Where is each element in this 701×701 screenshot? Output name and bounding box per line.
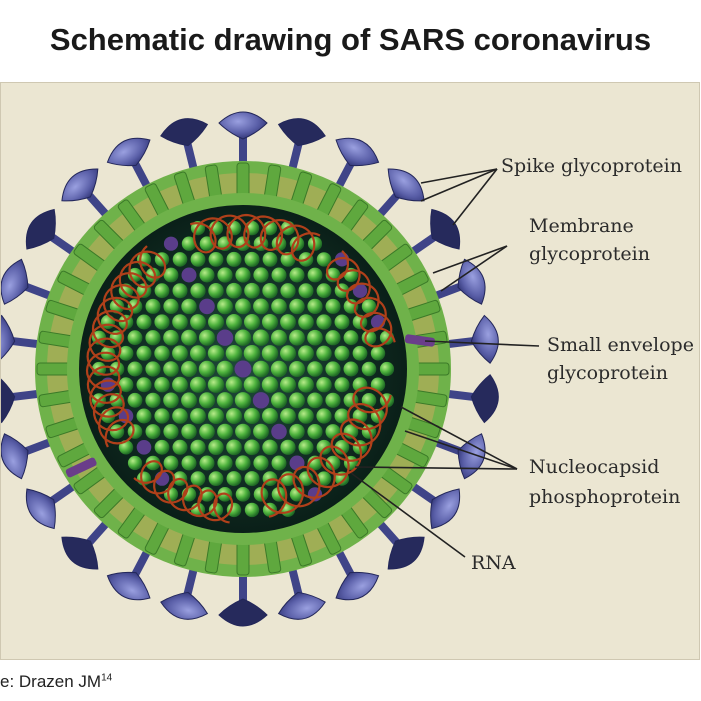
spike-glycoprotein [1, 433, 60, 480]
source-caption: e: Drazen JM14 [0, 672, 112, 692]
label-nucleocapsid-line2: phosphoprotein [529, 486, 680, 508]
spike-glycoprotein [218, 567, 268, 627]
slide-title: Schematic drawing of SARS coronavirus [49, 22, 652, 57]
caption-text: e: Drazen JM [0, 672, 102, 691]
rna-coil [326, 250, 396, 348]
membrane-glycoprotein [236, 540, 250, 576]
rna-coil [133, 460, 234, 524]
label-spike-glycoprotein: Spike glycoprotein [501, 155, 682, 177]
figure-panel: Spike glycoprotein Membrane glycoprotein… [0, 82, 700, 660]
rna-coil [189, 213, 321, 262]
small-envelope-proteins [65, 334, 436, 478]
membrane-glycoprotein-group [36, 162, 450, 576]
caption-reference: 14 [101, 672, 113, 684]
label-membrane-line2: glycoprotein [529, 243, 650, 265]
leader-lines [350, 168, 540, 558]
label-nucleocapsid-line1: Nucleocapsid [529, 456, 659, 478]
label-membrane-line1: Membrane [529, 215, 634, 237]
rna-strand [85, 213, 396, 524]
membrane-glycoprotein [36, 362, 72, 376]
label-small-envelope-line2: glycoprotein [547, 362, 668, 384]
membrane-glycoprotein [236, 162, 250, 198]
virus-diagram: Spike glycoprotein Membrane glycoprotein… [1, 111, 694, 627]
label-rna: RNA [471, 552, 516, 574]
label-small-envelope-line1: Small envelope [547, 334, 694, 356]
rna-coil [85, 245, 167, 448]
spike-glycoprotein [218, 111, 268, 171]
membrane-glycoprotein [414, 362, 450, 376]
rna-coil [260, 386, 392, 518]
